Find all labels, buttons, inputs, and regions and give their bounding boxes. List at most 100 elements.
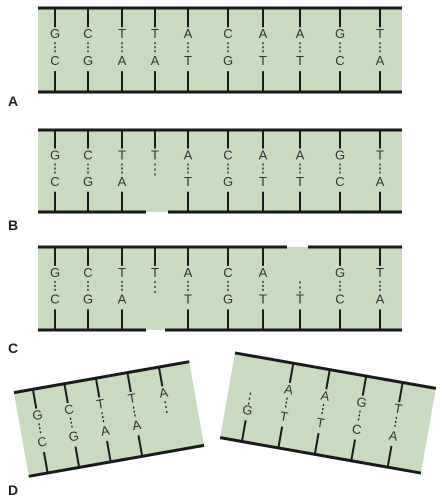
panel-1-base-top-4: A — [184, 148, 193, 163]
panel-panel-d-right-fragment-base-top-3: G — [355, 394, 368, 411]
panel-panel-d-left-fragment-stick-top-2 — [94, 377, 101, 398]
panel-0-base-top-8: G — [335, 26, 345, 41]
panel-1-base-bot-7: T — [296, 174, 304, 189]
panel-panel-d-right-fragment-stick-bot-2 — [313, 432, 320, 455]
panel-0-base-bot-7: T — [296, 53, 304, 68]
panel-panel-d-right-fragment-stick-top-3 — [361, 375, 368, 396]
panel-panel-d-left-fragment-base-top-0: G — [31, 407, 44, 424]
panel-0-base-top-7: A — [296, 26, 305, 41]
panel-1-base-bot-0: C — [50, 174, 59, 189]
panel-d-left-fragment-top-strand — [13, 360, 190, 395]
panel-panel-d-left-fragment-base-top-4: A — [158, 385, 169, 401]
panel-panel-d-right-fragment-stick-bot-0 — [240, 420, 247, 442]
panel-0-base-bot-3: A — [151, 53, 160, 68]
panel-panel-d-left-fragment-base-top-1: C — [63, 401, 75, 417]
panel-2-base-top-3: T — [151, 265, 159, 280]
panel-panel-d-left-fragment-stick-top-0 — [31, 389, 38, 409]
panel-panel-d-left-fragment-base-bot-2: A — [100, 422, 111, 438]
panel-0-base-top-2: T — [118, 26, 126, 41]
panel-1-base-top-9: T — [376, 148, 384, 163]
panel-1-base-top-2: T — [118, 148, 126, 163]
panel-0-base-top-1: C — [83, 26, 92, 41]
panel-panel-d-left-fragment-stick-top-1 — [63, 383, 69, 404]
panel-1-base-bot-9: A — [376, 174, 385, 189]
panel-label-d: D — [8, 482, 18, 498]
panel-panel-d-left-fragment-stick-bot-0 — [42, 451, 49, 474]
panel-2-base-top-2: T — [118, 265, 126, 280]
panel-1-base-top-1: C — [83, 148, 92, 163]
panel-2-base-bot-0: C — [50, 291, 59, 306]
panel-2-base-top-9: T — [376, 265, 384, 280]
panel-panel-d-left-fragment-base-top-2: T — [95, 396, 105, 412]
panel-panel-d-left-fragment-stick-top-3 — [126, 372, 132, 393]
panel-panel-d-left-fragment-base-bot-1: G — [67, 428, 80, 445]
panel-2-base-bot-6: T — [259, 291, 267, 306]
panel-1-base-bot-2: A — [118, 174, 127, 189]
panel-2-base-top-8: G — [335, 265, 345, 280]
panel-0-base-top-5: C — [223, 26, 232, 41]
panel-0-base-bot-6: T — [259, 53, 267, 68]
panel-0-base-top-0: G — [50, 26, 60, 41]
panel-panel-d-right-fragment-stick-top-1 — [288, 363, 295, 384]
panel-1-base-bot-8: C — [335, 174, 344, 189]
panel-d-right-fragment-top-strand — [234, 351, 437, 390]
panel-2-background — [38, 247, 402, 330]
panel-2-base-bot-7: T — [296, 291, 304, 306]
panel-2-base-top-6: A — [259, 265, 268, 280]
panel-label-c: C — [8, 340, 18, 356]
panel-1-background — [38, 130, 402, 212]
panel-0-base-bot-5: G — [223, 53, 233, 68]
panel-2-base-top-4: A — [184, 265, 193, 280]
panel-d-right-fragment-background — [220, 352, 436, 474]
panel-2-base-bot-2: A — [118, 291, 127, 306]
panel-panel-d-left-fragment-stick-bot-1 — [74, 446, 81, 468]
panel-panel-d-right-fragment-base-bot-1: T — [279, 408, 289, 424]
panel-0-base-top-3: T — [151, 26, 159, 41]
panel-panel-d-left-fragment-stick-top-4 — [157, 366, 164, 387]
panel-1-base-bot-4: T — [184, 174, 192, 189]
panel-1-base-top-3: T — [151, 148, 159, 163]
panel-1-base-top-7: A — [296, 148, 305, 163]
panel-0-base-top-4: A — [184, 26, 193, 41]
panel-panel-d-right-fragment-base-bot-2: T — [315, 415, 325, 431]
panel-0-base-bot-8: C — [335, 53, 344, 68]
panel-panel-d-right-fragment-base-bot-4: A — [388, 428, 399, 444]
panel-1-base-bot-1: G — [83, 174, 93, 189]
panel-2-base-top-5: C — [223, 265, 232, 280]
panel-0-base-bot-0: C — [50, 53, 59, 68]
panel-panel-d-right-fragment-stick-bot-4 — [386, 445, 393, 468]
panel-panel-d-right-fragment-stick-top-2 — [325, 369, 331, 390]
panel-panel-d-left-fragment-stick-bot-3 — [137, 435, 144, 457]
panel-2-base-bot-1: G — [83, 291, 93, 306]
panel-0-base-bot-2: A — [118, 53, 127, 68]
panel-1-base-top-0: G — [50, 148, 60, 163]
panel-label-a: A — [8, 93, 18, 109]
panel-0-base-top-9: T — [376, 26, 384, 41]
panel-label-b: B — [8, 217, 18, 233]
panel-2-base-bot-4: T — [184, 291, 192, 306]
panel-1-base-top-5: C — [223, 148, 232, 163]
panel-panel-d-right-fragment-base-top-4: T — [393, 400, 403, 416]
panel-panel-d-right-fragment-base-bot-3: C — [351, 421, 363, 437]
panel-1-base-bot-6: T — [259, 174, 267, 189]
panel-panel-d-right-fragment-base-top-1: A — [283, 381, 294, 397]
panel-panel-d-right-fragment-base-bot-0: G — [241, 402, 254, 419]
panel-d-left-fragment-bottom-strand — [28, 443, 205, 478]
panel-0-base-bot-4: T — [184, 53, 192, 68]
panel-2-base-bot-9: A — [376, 291, 385, 306]
panel-0-background — [38, 8, 402, 92]
panel-0-base-top-6: A — [259, 26, 268, 41]
panel-0-base-bot-9: A — [376, 53, 385, 68]
panel-panel-d-left-fragment-base-bot-0: C — [36, 434, 48, 450]
panel-panel-d-left-fragment-base-bot-3: A — [131, 417, 142, 433]
panel-2-base-bot-8: C — [335, 291, 344, 306]
panel-panel-d-left-fragment-base-top-3: T — [127, 390, 137, 406]
panel-2-base-top-1: C — [83, 265, 92, 280]
